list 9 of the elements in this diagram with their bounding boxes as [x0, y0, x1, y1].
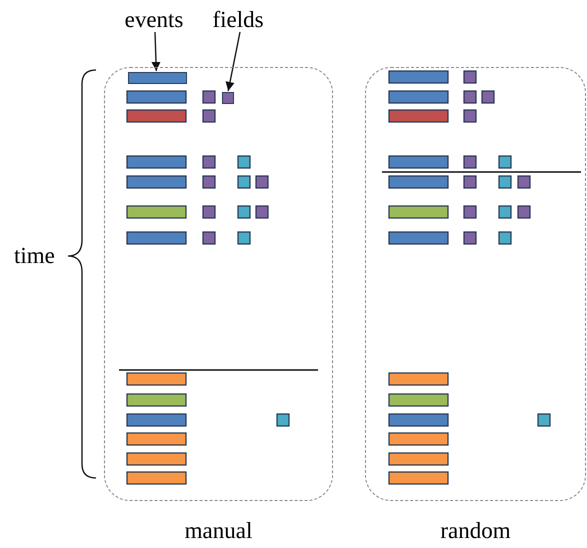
arrow: [226, 32, 241, 92]
arrow: [151, 32, 161, 72]
annotation-text: fields: [212, 8, 264, 30]
panel-caption: manual: [184, 518, 254, 544]
axis-label: time: [14, 244, 55, 267]
annotation-text: events: [124, 8, 184, 30]
field-square: [222, 92, 234, 104]
event-bar: [128, 72, 187, 84]
panel-caption: random: [439, 518, 512, 544]
